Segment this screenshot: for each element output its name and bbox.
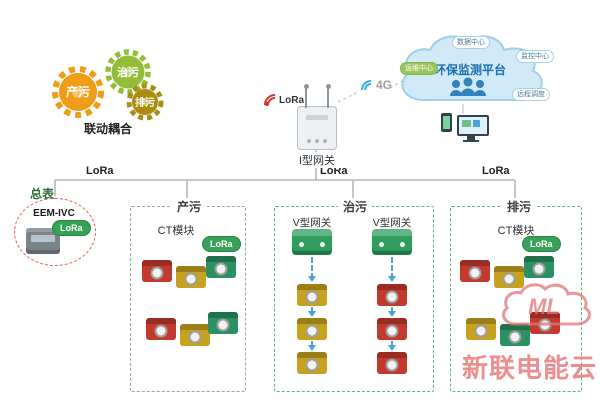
bus-lora-mid: LoRa (320, 165, 348, 177)
cloud-platform: 环保监测平台 (401, 35, 543, 101)
cloud-sub-dispatch: 远程调度 (512, 88, 550, 101)
main-meter-boundary (14, 198, 96, 266)
antenna-icon (325, 84, 331, 108)
drain-ct-module-label: CT模块 (497, 225, 535, 237)
main-meter-lora-badge: LoRa (52, 220, 91, 236)
ct-module-red (377, 318, 407, 340)
vgateway-left-label: V型网关 (292, 217, 332, 229)
drain-box-caption: 排污 (502, 198, 537, 215)
ct-module-green (206, 256, 236, 278)
down-arrow (308, 307, 316, 317)
gear-produce: 产污 (52, 66, 104, 118)
main-meter-caption: 总表 (30, 187, 55, 201)
prod-box-caption: 产污 (172, 198, 207, 215)
computer-monitor-icon (457, 115, 489, 136)
ct-module-red (377, 284, 407, 306)
type1-gateway-device (297, 84, 337, 150)
watermark-logo-text: ML (528, 294, 560, 319)
ct-module-red (460, 260, 490, 282)
ct-module-red (142, 260, 172, 282)
vgateway-right-label: V型网关 (372, 217, 412, 229)
ct-module-yellow (180, 324, 210, 346)
lora-signal-icon (262, 92, 278, 113)
gateway-lora-label: LoRa (279, 95, 304, 106)
ct-module-red (146, 318, 176, 340)
down-arrow (308, 341, 316, 351)
cloud-sub-datacenter: 数据中心 (452, 36, 490, 49)
antenna-icon (303, 84, 309, 108)
monitor-stand (467, 136, 475, 140)
ct-module-yellow (176, 266, 206, 288)
signal-arcs-icon (361, 80, 372, 91)
prod-lora-badge: LoRa (202, 236, 241, 252)
type1-gateway-label: I型网关 (286, 152, 348, 168)
down-arrow (388, 257, 396, 282)
watermark-cloud-logo: ML (502, 283, 591, 326)
bus-lora-right: LoRa (482, 165, 510, 177)
cloud-title: 环保监测平台 (434, 62, 506, 77)
cloud-sub-ops: 运维中心 (400, 62, 438, 75)
ct-module-yellow (297, 318, 327, 340)
vgateway-right-device (372, 229, 412, 255)
gear-discharge-label: 排污 (135, 96, 155, 109)
ct-module-green (208, 312, 238, 334)
down-arrow (308, 257, 316, 282)
bus-lora-left: LoRa (86, 165, 114, 177)
prod-ct-module-label: CT模块 (157, 225, 195, 237)
ct-module-yellow (494, 266, 524, 288)
gear-produce-label: 产污 (66, 84, 90, 99)
main-meter-model: EEM-IVC (33, 208, 75, 219)
network-4g-label: 4G (376, 78, 393, 92)
smartphone-icon (441, 113, 452, 132)
monitor-base (463, 140, 479, 142)
vgateway-left-device (292, 229, 332, 255)
gear-cluster: 产污 治污 排污 (52, 49, 164, 121)
ct-module-yellow (297, 284, 327, 306)
watermark-text: 新联电能云 (462, 353, 598, 383)
down-arrow (388, 307, 396, 317)
gear-treat: 治污 (105, 49, 151, 95)
cloud-sub-monitor: 监控中心 (516, 50, 554, 63)
ct-module-red (377, 352, 407, 374)
network-4g-indicator: 4G (360, 78, 392, 92)
gear-discharge: 排污 (126, 83, 164, 121)
ct-module-yellow (297, 352, 327, 374)
ct-module-yellow (466, 318, 496, 340)
drain-lora-badge: LoRa (522, 236, 561, 252)
down-arrow (388, 341, 396, 351)
ct-module-green (500, 324, 530, 346)
gear-treat-label: 治污 (117, 65, 139, 79)
treat-box-caption: 治污 (338, 198, 373, 215)
gear-caption: 联动耦合 (83, 122, 132, 136)
users-group-icon (450, 77, 486, 96)
ct-module-green (524, 256, 554, 278)
